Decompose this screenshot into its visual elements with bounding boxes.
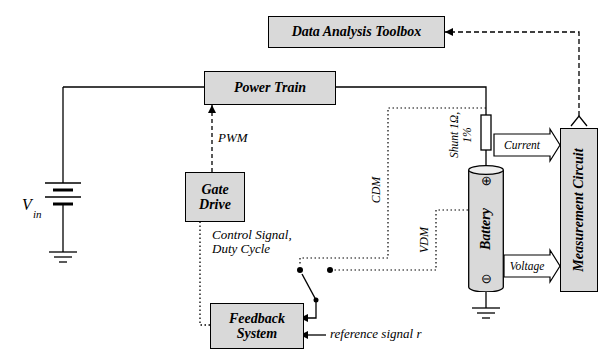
node-label: Data Analysis Toolbox	[289, 24, 425, 39]
signal-name-holder: PWM	[218, 131, 248, 145]
process-box: Power Train	[204, 71, 336, 105]
signal-name-holder: reference signal r	[330, 327, 421, 341]
signal-name: VDM	[418, 227, 431, 253]
connector	[336, 87, 486, 167]
signal-name: Control Signal, Duty Cycle	[212, 228, 312, 257]
shunt-resistor	[481, 115, 491, 150]
driver-box: Gate Drive	[185, 172, 245, 222]
subscript-holder: in	[33, 208, 42, 220]
measurement-box: Measurement Circuit	[560, 128, 598, 292]
connector	[494, 129, 560, 161]
signal-name-holder: Control Signal, Duty Cycle	[212, 228, 312, 257]
subscript: in	[33, 208, 42, 220]
connector	[200, 222, 210, 325]
battery-ground	[472, 292, 500, 318]
source-symbol-holder: V	[22, 196, 32, 214]
signal-name: Current	[504, 139, 540, 152]
vdm-line	[334, 210, 468, 270]
source-battery-symbol	[45, 87, 204, 262]
node-label: Measurement Circuit	[571, 148, 586, 271]
signal-name: Voltage	[510, 260, 545, 273]
bus-connector	[571, 116, 587, 126]
signal-name: PWM	[218, 131, 248, 145]
connector	[208, 105, 216, 172]
node-label: Gate Drive	[186, 182, 244, 213]
shunt-label: Shunt 1Ω, 1%	[448, 112, 473, 158]
connector	[445, 28, 579, 116]
terminal-sign: ⊖	[481, 272, 492, 286]
terminal-sign: ⊕	[481, 174, 492, 188]
node-label: Feedback System	[211, 311, 303, 342]
connector	[504, 250, 560, 282]
signal-name: CDM	[370, 177, 383, 204]
node-label: Power Train	[231, 80, 309, 95]
feedback-box: Feedback System	[210, 303, 304, 349]
analysis-box: Data Analysis Toolbox	[268, 16, 445, 48]
source-symbol: V	[22, 196, 32, 214]
signal-name: reference signal r	[330, 327, 421, 341]
node-label: Battery	[478, 208, 493, 250]
cdm-line	[300, 108, 486, 266]
